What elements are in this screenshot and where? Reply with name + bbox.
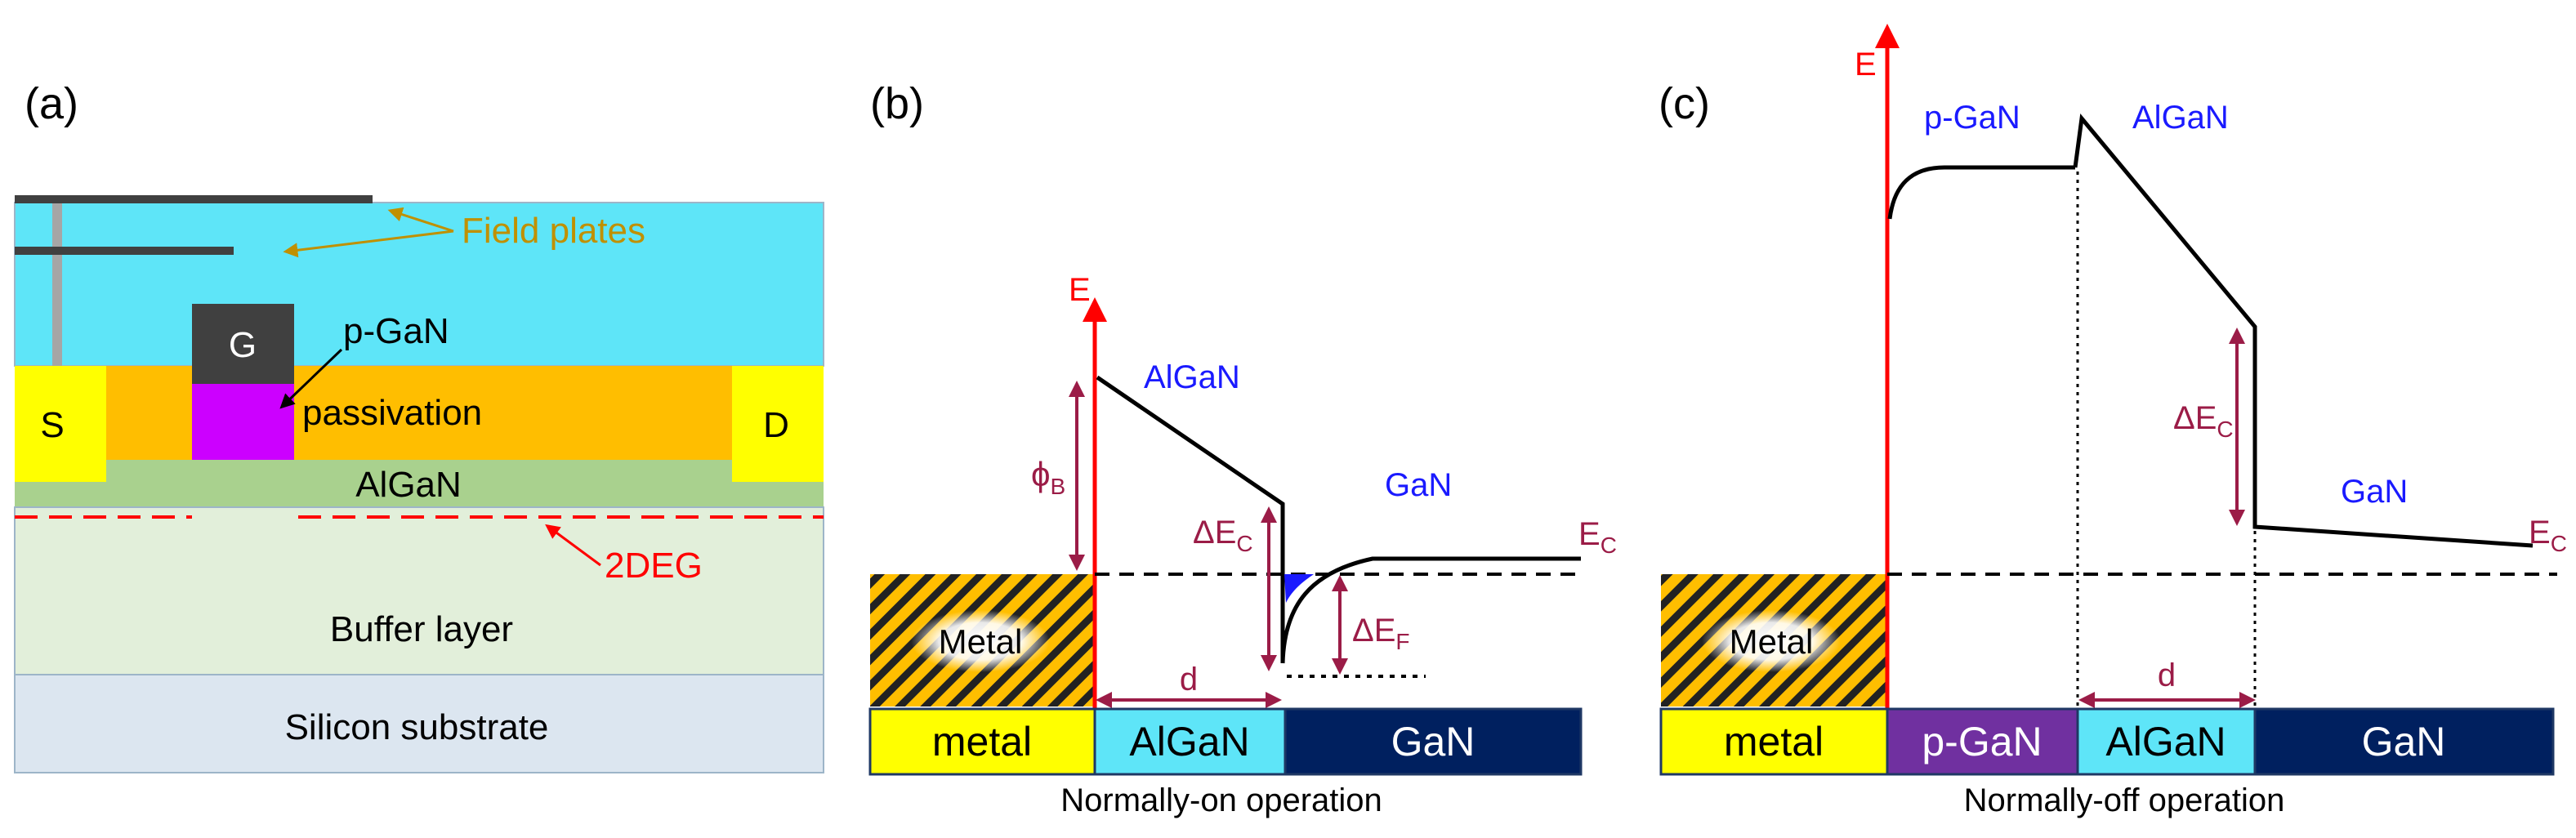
panel-a: (a) S D G p-GaN passivation AlGaN Buffer…: [14, 79, 824, 773]
pgan-gate-layer: [192, 384, 294, 460]
algan-band-label-c: AlGaN: [2132, 100, 2229, 136]
source-label: S: [40, 405, 64, 445]
metal-label-glow: [911, 610, 1050, 672]
bar-pgan-label-c: p-GaN: [1922, 719, 2042, 764]
ec-label-c: EC: [2529, 515, 2567, 556]
field-plate-arrow-lower: [283, 230, 454, 258]
electron-well: [1284, 574, 1314, 603]
bar-algan-c: [2076, 707, 2257, 776]
conduction-band-pgan: [1887, 165, 2075, 220]
delta-ef-label: ΔEF: [1352, 613, 1410, 654]
twodeg-arrow: [545, 524, 601, 567]
bar-algan-label: AlGaN: [1129, 719, 1249, 764]
source-contact: [15, 366, 106, 482]
algan-band-label: AlGaN: [1144, 359, 1240, 395]
bar-algan-label-c: AlGaN: [2105, 719, 2226, 764]
pgan-label: p-GaN: [343, 311, 449, 351]
field-plates-label: Field plates: [462, 211, 645, 251]
drain-label: D: [763, 405, 789, 445]
conduction-band-algan-c: [2073, 114, 2534, 548]
bar-gan-label-c: GaN: [2362, 719, 2446, 764]
d-label-c: d: [2158, 657, 2176, 693]
metal-box-label-c: Metal: [1730, 622, 1814, 661]
caption-normally-on: Normally-on operation: [1060, 782, 1382, 818]
metal-label-glow-c: [1702, 610, 1841, 672]
delta-ec-label: ΔEC: [1193, 515, 1253, 556]
bar-gan-label: GaN: [1391, 719, 1476, 764]
phi-b-label: ϕB: [1031, 455, 1065, 499]
panel-c-label: (c): [1659, 79, 1710, 128]
conduction-band-algan: [1096, 375, 1285, 663]
passivation-label: passivation: [302, 393, 482, 433]
passivation-layer: [15, 366, 824, 460]
algan-label: AlGaN: [355, 465, 462, 505]
caption-normally-off: Normally-off operation: [1964, 782, 2285, 818]
gan-band-label: GaN: [1385, 467, 1452, 503]
gan-band-label-c: GaN: [2341, 474, 2408, 510]
twodeg-label: 2DEG: [605, 546, 703, 586]
field-plate-upper: [15, 195, 373, 203]
gate-label: G: [229, 325, 257, 365]
delta-ec-label-c: ΔEC: [2173, 400, 2234, 442]
field-plate-lower: [15, 247, 234, 255]
bar-metal-c: [1659, 707, 1889, 776]
pgan-arrow: [279, 348, 343, 409]
substrate-label: Silicon substrate: [285, 707, 549, 747]
phi-b-subscript: B: [1051, 474, 1066, 499]
bar-pgan-c: [1886, 707, 2079, 776]
metal-box-label: Metal: [939, 622, 1023, 661]
energy-axis-label: E: [1069, 272, 1091, 308]
pgan-band-label: p-GaN: [1924, 100, 2020, 136]
ec-label: EC: [1578, 516, 1617, 558]
conduction-band-gan: [1280, 556, 1581, 664]
delta-ef-subscript: F: [1395, 629, 1409, 654]
d-label: d: [1180, 662, 1198, 698]
field-plate-arrow-upper: [387, 207, 454, 233]
panel-b: (b) Metal E AlGaN GaN ϕB ΔEC ΔEF EC d: [868, 79, 1617, 818]
bar-gan: [1284, 707, 1583, 776]
delta-ec-subscript-c: C: [2217, 417, 2233, 442]
algan-layer: [15, 460, 824, 507]
buffer-layer: [14, 506, 824, 675]
ec-subscript-c: C: [2551, 531, 2567, 556]
buffer-label: Buffer layer: [330, 609, 513, 649]
bar-metal-label-c: metal: [1724, 719, 1824, 764]
delta-ec-subscript: C: [1236, 531, 1252, 556]
gate-metal: [192, 304, 294, 384]
bar-metal-label: metal: [932, 719, 1032, 764]
top-passivation-layer: [14, 202, 824, 367]
panel-c: (c) Metal E p-GaN AlGaN GaN ΔEC EC d: [1659, 24, 2567, 818]
panel-b-label: (b): [870, 79, 924, 128]
ec-subscript: C: [1601, 533, 1617, 558]
source-via: [52, 203, 62, 366]
panel-a-label: (a): [25, 79, 78, 128]
bar-gan-c: [2253, 707, 2555, 776]
silicon-substrate-layer: [14, 674, 824, 773]
drain-contact: [732, 366, 824, 482]
bar-metal: [868, 707, 1096, 776]
energy-axis-label-c: E: [1855, 47, 1877, 82]
